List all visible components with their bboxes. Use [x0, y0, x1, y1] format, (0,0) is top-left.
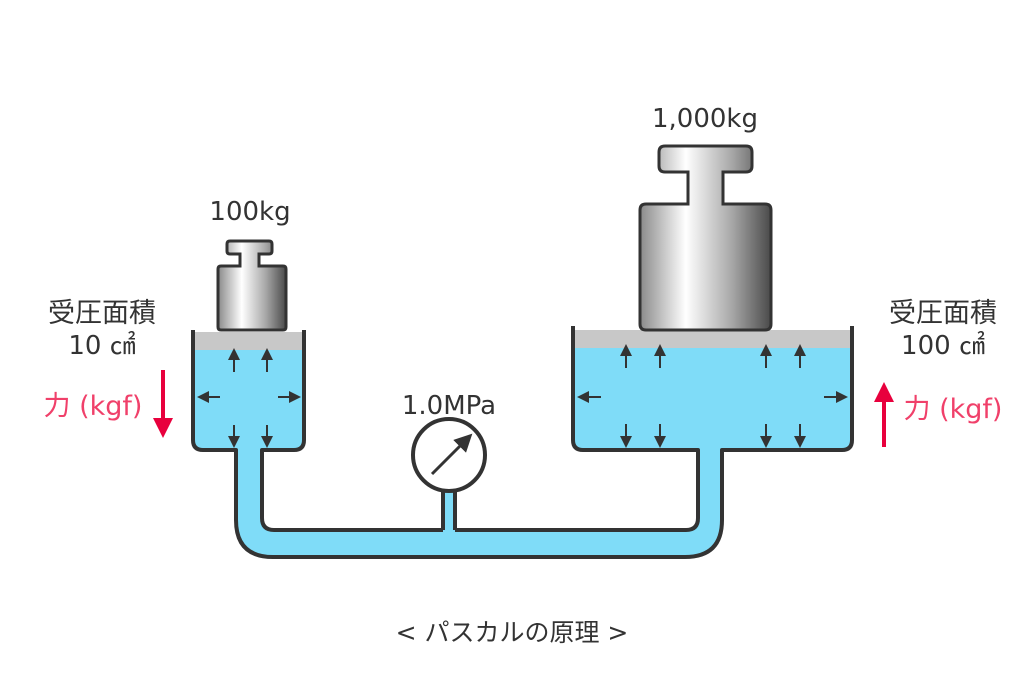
caption: < パスカルの原理 > — [396, 618, 629, 647]
container-outline — [191, 326, 854, 559]
pressure-gauge — [411, 417, 487, 493]
right-area-value: 100 ㎠ — [901, 331, 985, 361]
small-weight — [216, 239, 288, 332]
large-weight — [638, 144, 773, 332]
left-force-label: 力 (kgf) — [44, 391, 143, 422]
right-area-label: 受圧面積 — [889, 298, 997, 329]
left-area-value: 10 ㎠ — [68, 331, 135, 361]
right-force-label: 力 (kgf) — [904, 394, 1003, 425]
left-area-label: 受圧面積 — [48, 298, 156, 329]
gauge-label: 1.0MPa — [402, 391, 496, 421]
large-weight-label: 1,000kg — [652, 104, 758, 134]
small-piston — [195, 332, 302, 350]
large-piston — [575, 330, 850, 348]
small-weight-label: 100kg — [209, 197, 290, 227]
hydraulic-fluid — [195, 348, 850, 556]
pressure-arrows — [197, 344, 848, 448]
